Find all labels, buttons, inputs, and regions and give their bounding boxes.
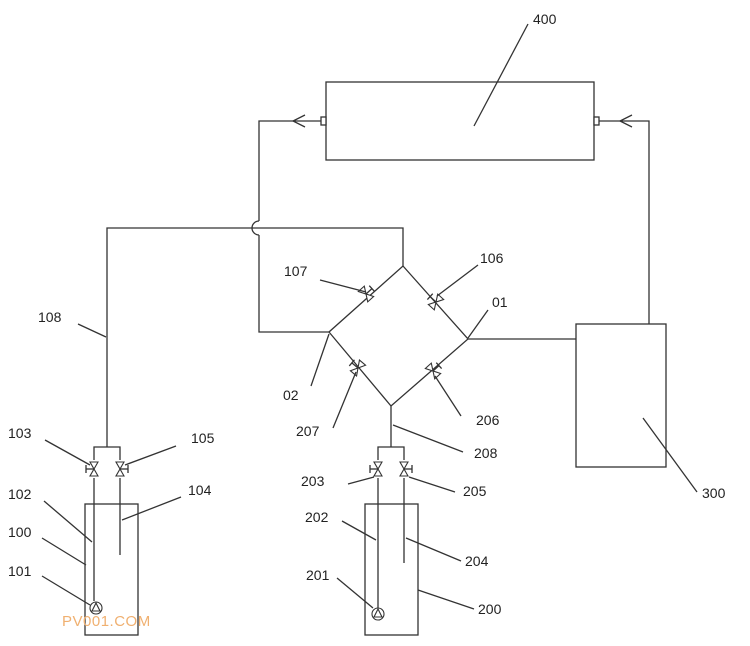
label-207: 207 — [296, 423, 320, 439]
valve-diamond — [328, 265, 469, 407]
valve-205 — [399, 461, 413, 477]
label-100: 100 — [8, 524, 32, 540]
flow-arrow-right — [618, 114, 633, 128]
valve-103 — [85, 461, 99, 477]
pipe-300-to-400 — [599, 120, 650, 324]
label-106: 106 — [480, 250, 504, 266]
label-204: 204 — [465, 553, 489, 569]
label-101: 101 — [8, 563, 32, 579]
label-02: 02 — [283, 387, 299, 403]
pipe-left-down-to-02 — [258, 235, 329, 333]
label-208: 208 — [474, 445, 498, 461]
port-400-right — [593, 116, 600, 126]
label-104: 104 — [188, 482, 212, 498]
valve-206 — [424, 362, 443, 380]
label-300: 300 — [702, 485, 726, 501]
label-103: 103 — [8, 425, 32, 441]
valve-203 — [369, 461, 383, 477]
label-201: 201 — [306, 567, 330, 583]
component-300 — [575, 323, 667, 468]
label-400: 400 — [533, 11, 557, 27]
label-102: 102 — [8, 486, 32, 502]
valve-106 — [426, 293, 445, 311]
label-105: 105 — [191, 430, 215, 446]
label-203: 203 — [301, 473, 325, 489]
label-202: 202 — [305, 509, 329, 525]
manifold-100 — [93, 446, 121, 460]
flow-arrow-left — [291, 114, 306, 128]
pipe-400-to-left — [258, 120, 321, 221]
label-205: 205 — [463, 483, 487, 499]
watermark: PV001.COM — [62, 613, 151, 630]
label-206: 206 — [476, 412, 500, 428]
port-400-left — [320, 116, 327, 126]
component-400 — [325, 81, 595, 161]
label-01: 01 — [492, 294, 508, 310]
valve-105 — [115, 461, 129, 477]
pipe-108 — [106, 227, 404, 447]
label-200: 200 — [478, 601, 502, 617]
manifold-200 — [377, 446, 405, 460]
label-107: 107 — [284, 263, 308, 279]
valve-207 — [348, 359, 367, 377]
label-108: 108 — [38, 309, 62, 325]
leader-lines — [41, 23, 698, 610]
